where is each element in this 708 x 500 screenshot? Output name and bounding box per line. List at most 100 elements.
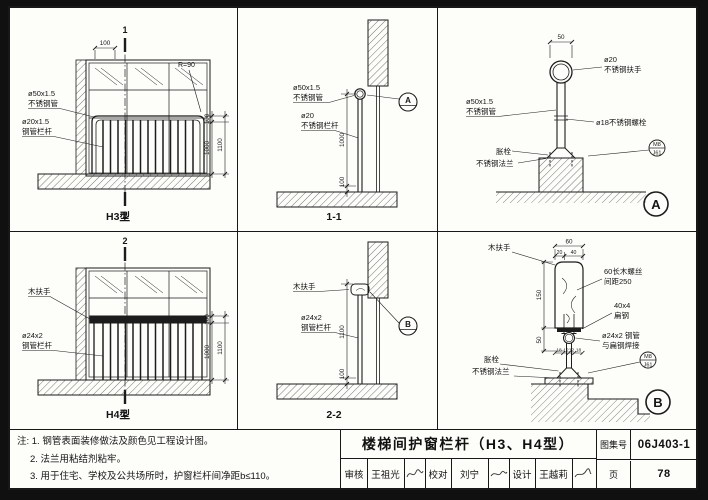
- s11-dim-lines: [341, 89, 356, 197]
- panel-section-2-2: 木扶手 ø24x2 钢管栏杆 B 1100 100 2-2: [276, 241, 418, 421]
- title-bottom-line: [340, 457, 597, 459]
- h4-dim-1000: 1000: [204, 345, 211, 360]
- da-pedestal: [538, 157, 584, 193]
- h3-marker-bottom: 1: [122, 210, 127, 220]
- s22-dim-100: 100: [339, 368, 346, 379]
- s22-detail-ref: B: [405, 320, 411, 329]
- divider-vertical-1: [236, 6, 238, 430]
- db-screw-leader: [576, 278, 603, 291]
- h4-type-label: H4型: [106, 408, 130, 421]
- db-screw-label-2: 间距250: [604, 277, 632, 286]
- s22-glazing: [376, 298, 380, 384]
- signature-scribble: [406, 468, 423, 477]
- s22-floor-slab: [276, 383, 398, 400]
- db-flange-leader: [513, 375, 557, 379]
- h4-dim-lines: [207, 311, 229, 384]
- da-rod-label: ø18不锈钢螺栓: [596, 117, 647, 127]
- s11-dim-1000: 1000: [339, 133, 346, 148]
- staff-role-reviewer: 审核: [342, 459, 368, 489]
- h3-dim-1000: 1000: [204, 141, 211, 156]
- h3-marker-top: 1: [122, 25, 127, 35]
- h4-marker-bottom: 2: [122, 408, 127, 418]
- h3-dim-100: 100: [204, 113, 211, 124]
- h4-dim-1100: 1100: [217, 341, 224, 355]
- db-pedestal: [544, 377, 594, 385]
- da-anchor-label: 胀栓: [496, 146, 511, 156]
- h4-wood-leader: [28, 296, 91, 320]
- h3-type-label: H3型: [106, 210, 130, 223]
- staff-signature-designer: [573, 459, 594, 488]
- db-flat-leader: [581, 312, 613, 330]
- note-line-3: 3. 用于住宅、学校及公共场所时，护窗栏杆间净距b≤110。: [30, 471, 276, 483]
- db-flat-label-2: 扁钢: [614, 310, 629, 320]
- h3-pipe-label-2: 不锈钢管: [28, 98, 58, 108]
- page-label: 页: [597, 460, 631, 488]
- h3-pipe-leader: [28, 108, 95, 118]
- s22-rail-label-2: 钢管栏杆: [301, 322, 331, 332]
- db-dim-18b: 18: [576, 348, 582, 354]
- s11-name: 1-1: [326, 211, 341, 223]
- s11-detail-ref: A: [405, 96, 411, 105]
- staff-name-reviewer: 王祖光: [368, 459, 405, 489]
- da-ref-top: M8: [653, 142, 661, 148]
- sheet-title: 楼梯间护窗栏杆（H3、H4型）: [361, 436, 575, 452]
- da-anchor-leader: [511, 150, 549, 156]
- atlas-no-value: 06J403-1: [637, 438, 691, 451]
- db-dim-20: 20: [557, 250, 563, 256]
- h4-wood-label: 木扶手: [28, 286, 51, 296]
- s22-wall-hatch: [367, 241, 389, 299]
- staff-signature-reviewer: [405, 459, 426, 489]
- staff-signature-checker: [489, 459, 510, 489]
- divider-vertical-2: [436, 6, 438, 430]
- s11-pipe-leader: [293, 95, 355, 103]
- db-dim-60: 60: [565, 239, 573, 246]
- db-detail-name: B: [653, 395, 662, 410]
- da-pipe-leader: [466, 109, 557, 117]
- s22-railing-post: [350, 283, 370, 384]
- db-ref-bottom: J61: [644, 363, 653, 369]
- db-dim-bottom-lines: [552, 350, 585, 356]
- db-flat-steel: [557, 328, 581, 332]
- s11-pipe-label-1: ø50x1.5: [293, 83, 320, 92]
- da-post: [549, 60, 573, 148]
- h3-rail-label-2: 钢管栏杆: [22, 126, 52, 136]
- db-dim-12b: 12: [569, 348, 575, 354]
- db-flange-label: 不锈钢法兰: [472, 366, 510, 376]
- da-detail-name: A: [651, 197, 661, 212]
- h4-wall-hatch: [75, 267, 87, 381]
- h4-railing: [89, 315, 207, 380]
- da-pipe-label-1: ø50x1.5: [466, 97, 493, 106]
- panel-detail-b: 60 20 40 150 50 18 12 12 18 木扶手 60长木螺丝 间…: [472, 239, 671, 422]
- db-screw-label-1: 60长木螺丝: [604, 266, 643, 276]
- h4-rail-label-1: ø24x2: [22, 331, 43, 340]
- h3-dim-lines-right: [205, 111, 229, 178]
- signature-scribble: [574, 468, 592, 477]
- notes: 注: 1. 钢管表面装修做法及颜色见工程设计图。 2. 法兰用粘结剂粘牢。 3.…: [17, 433, 335, 486]
- note-line-1: 注: 1. 钢管表面装修做法及颜色见工程设计图。: [17, 436, 214, 447]
- db-stair-hatch: [531, 384, 650, 422]
- page-number: 78: [657, 468, 671, 481]
- da-handrail-leader: [572, 66, 603, 71]
- h3-dim-top-lines: [92, 45, 118, 59]
- h4-rail-leader: [22, 350, 104, 357]
- db-detail-name-circle: [645, 389, 671, 415]
- signature-scribble: [490, 470, 507, 476]
- s22-detail-marker-b: [369, 291, 418, 336]
- da-flange-leader: [517, 158, 547, 164]
- s22-name: 2-2: [326, 409, 341, 421]
- db-dim-50: 50: [536, 336, 543, 344]
- s22-rail-leader: [301, 332, 359, 339]
- divider-horizontal-2: [8, 429, 696, 431]
- h3-radius-leader: [188, 69, 202, 113]
- db-wood-label: 木扶手: [488, 242, 511, 252]
- db-ref-top: M8: [644, 354, 652, 360]
- divider-horizontal-1: [8, 230, 696, 232]
- titleblock-left-line: [340, 429, 342, 490]
- da-ground-hatch: [496, 192, 646, 203]
- s22-wood-leader: [293, 289, 350, 292]
- h3-dim-top: 100: [100, 40, 111, 47]
- da-handrail-label-1: ø20: [604, 55, 617, 64]
- db-pipe-label-1: ø24x2 钢管: [602, 330, 640, 340]
- atlas-no-label: 图集号: [597, 430, 631, 459]
- s22-wood-label: 木扶手: [293, 281, 316, 291]
